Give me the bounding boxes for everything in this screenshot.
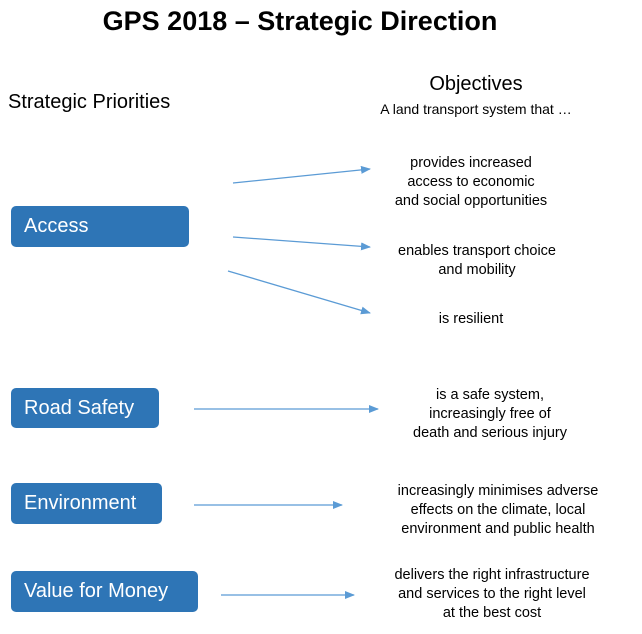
- objective-line: death and serious injury: [413, 425, 567, 441]
- objectives-subtitle: A land transport system that …: [380, 101, 572, 117]
- objective-line: and mobility: [438, 262, 516, 278]
- objective-line: and social opportunities: [394, 193, 548, 209]
- objective-line: increasingly minimises adverse: [397, 483, 599, 499]
- objective-resilient: is resilient: [371, 310, 571, 329]
- objective-line: provides increased: [410, 155, 532, 171]
- objective-access-opportunities: provides increased access to economic an…: [371, 154, 571, 211]
- objective-safe-system: is a safe system, increasingly free of d…: [390, 386, 590, 443]
- arrow-access-1: [232, 165, 371, 184]
- objective-line: and services to the right level: [398, 586, 586, 602]
- objective-line: environment and public health: [401, 521, 595, 537]
- priority-road-safety: Road Safety: [11, 388, 159, 428]
- objective-line: enables transport choice: [398, 243, 556, 259]
- objective-line: delivers the right infrastructure: [394, 567, 590, 583]
- priority-environment: Environment: [11, 483, 162, 524]
- objective-line: is resilient: [438, 311, 504, 327]
- strategic-priorities-header: Strategic Priorities: [8, 91, 171, 113]
- objective-value: delivers the right infrastructure and se…: [372, 566, 612, 623]
- objective-line: at the best cost: [442, 605, 542, 621]
- objective-line: effects on the climate, local: [410, 502, 586, 518]
- priority-value-for-money: Value for Money: [11, 571, 198, 612]
- objective-transport-choice: enables transport choice and mobility: [377, 242, 577, 280]
- objective-line: access to economic: [407, 174, 535, 190]
- objective-line: is a safe system,: [436, 387, 544, 403]
- page-title: GPS 2018 – Strategic Direction: [102, 6, 498, 36]
- objective-environment: increasingly minimises adverse effects o…: [378, 482, 618, 539]
- objective-line: increasingly free of: [429, 406, 551, 422]
- arrow-access-3: [227, 270, 371, 315]
- arrow-access-2: [232, 236, 371, 251]
- objectives-header: Objectives: [429, 73, 523, 95]
- priority-access: Access: [11, 206, 189, 247]
